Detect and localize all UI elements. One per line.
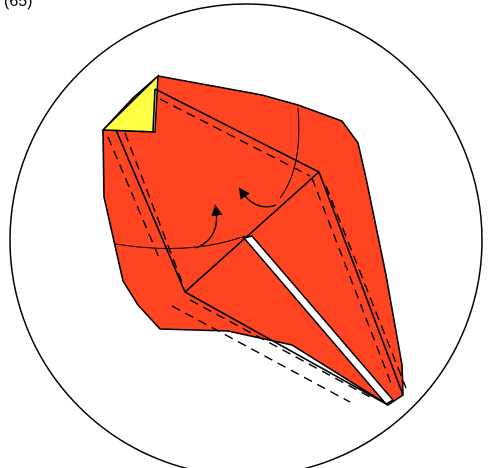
yellow-corner-flap [103, 76, 158, 132]
